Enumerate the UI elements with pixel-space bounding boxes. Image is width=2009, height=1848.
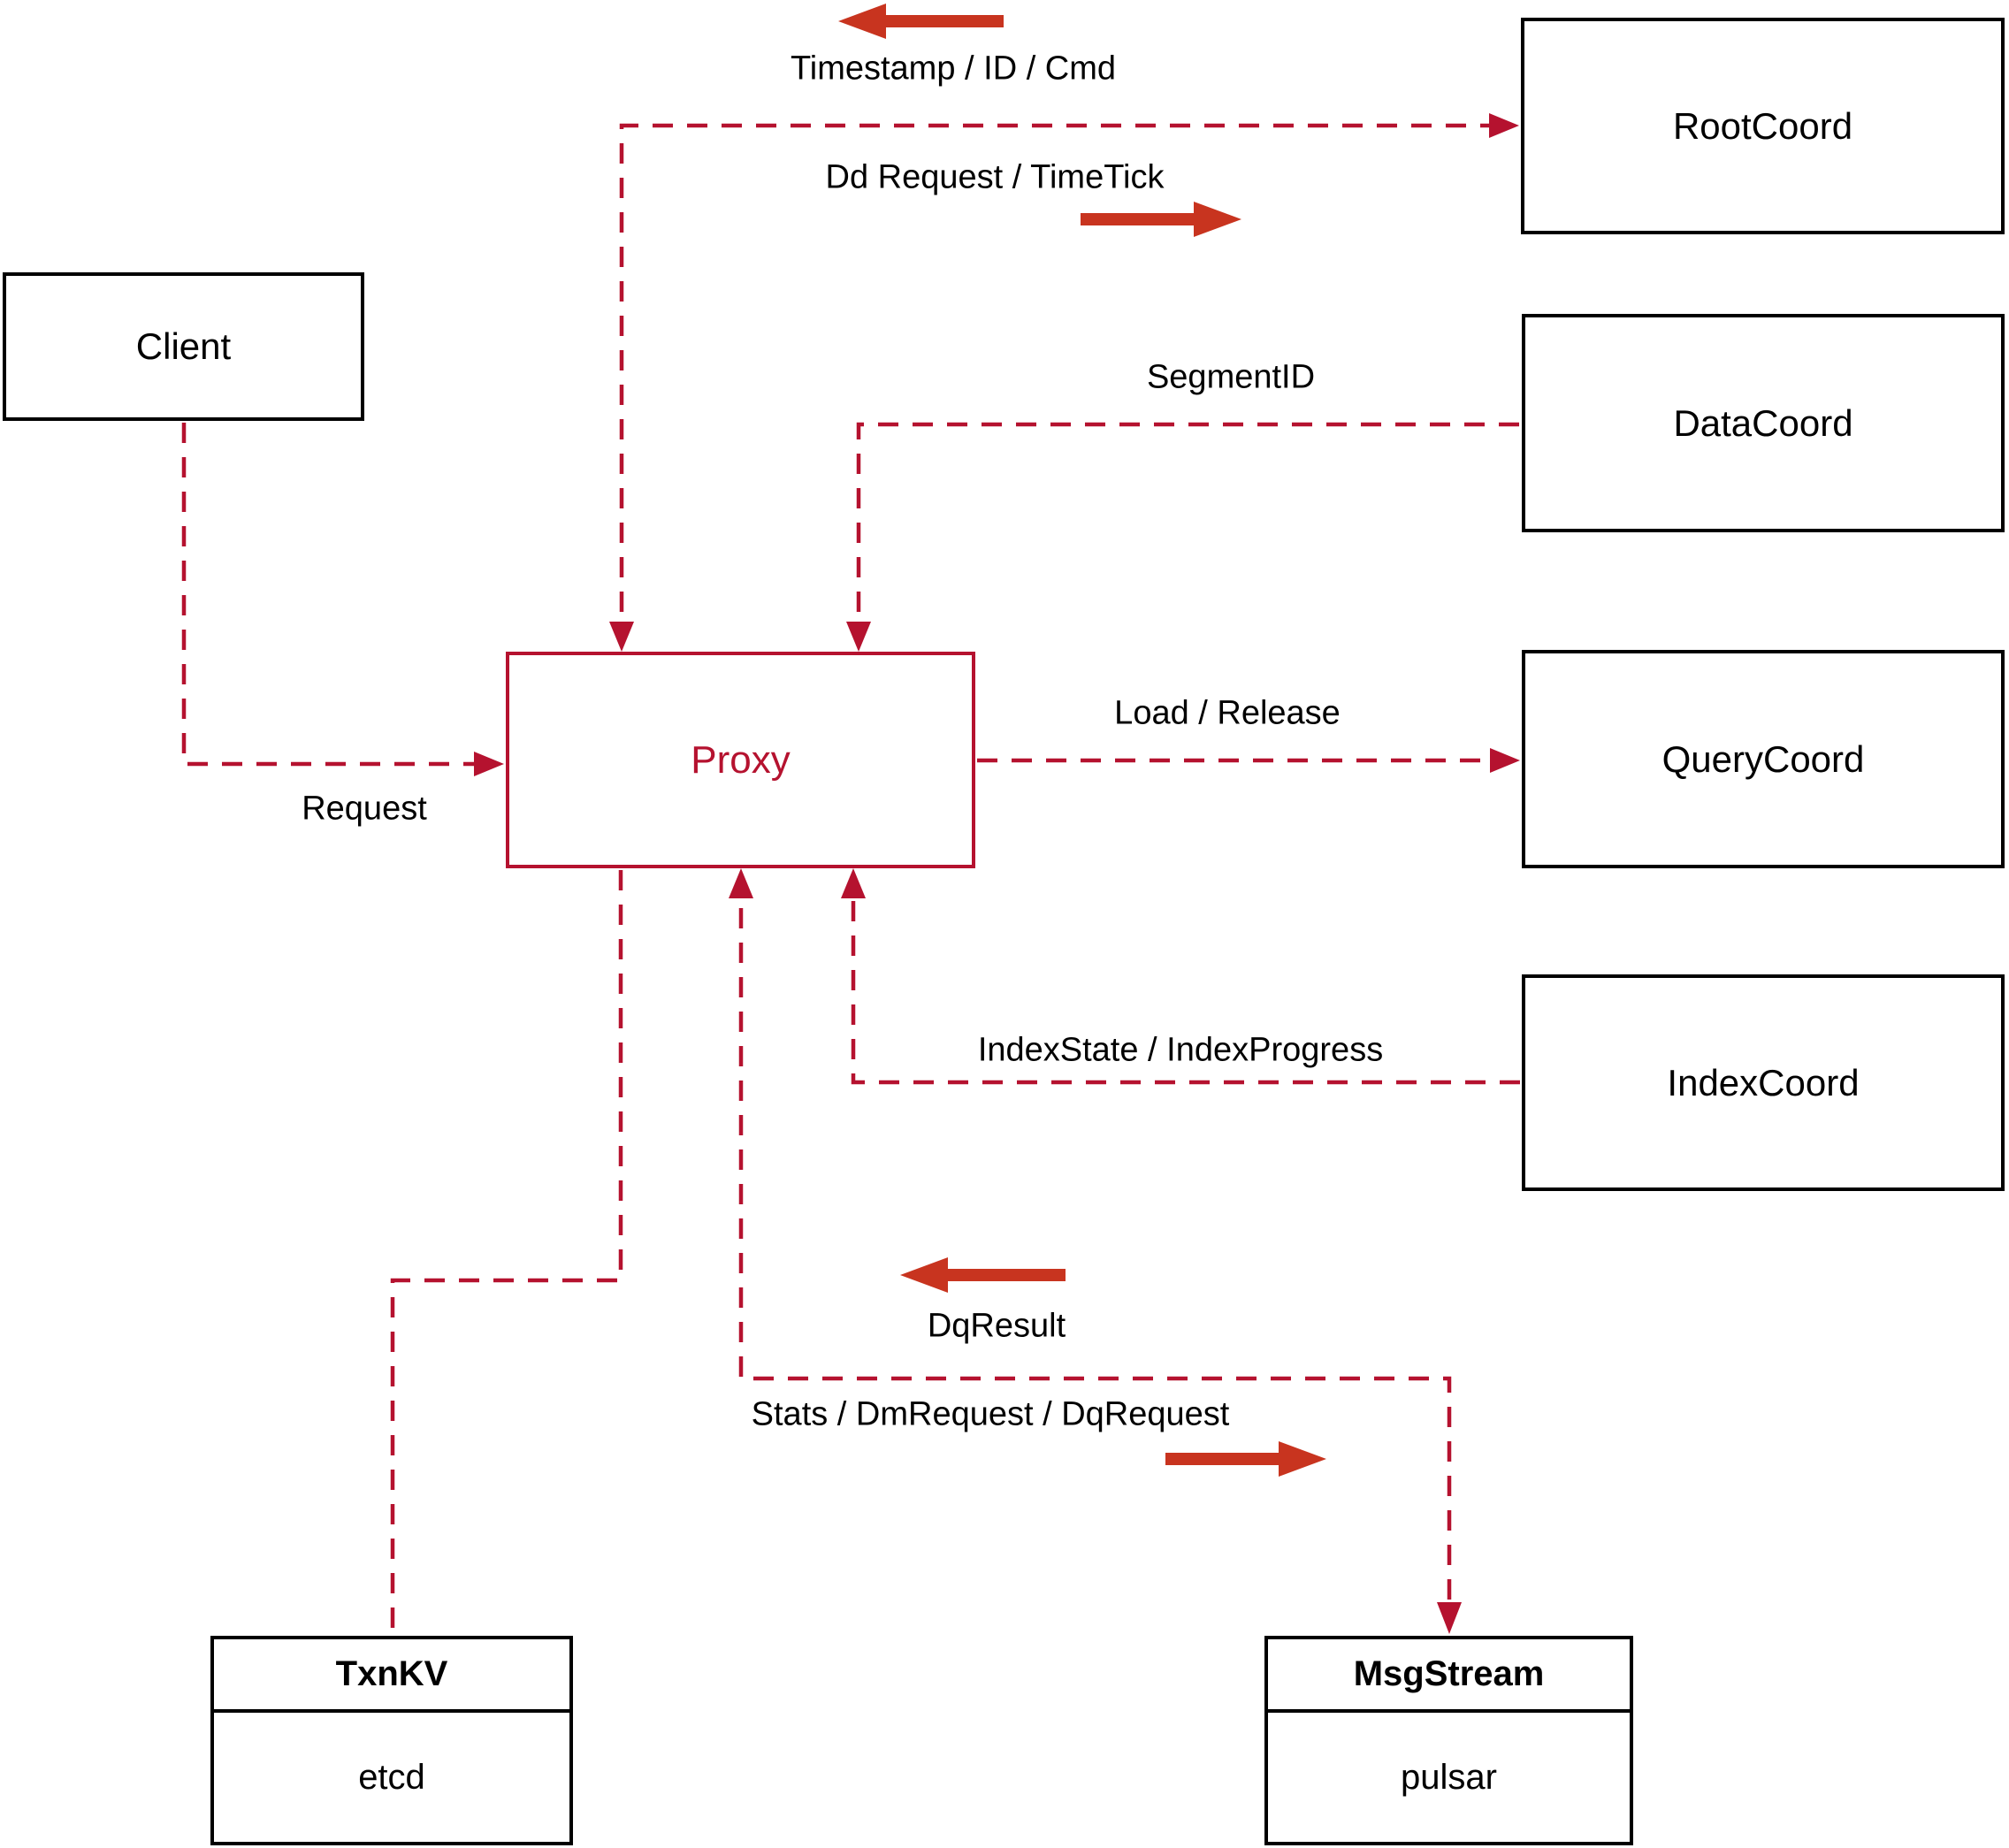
edge-label-dq-result: DqResult <box>927 1307 1066 1345</box>
direction-arrow-left-dq-result-icon <box>900 1257 1066 1293</box>
edge-label-index-state: IndexState / IndexProgress <box>977 1031 1384 1069</box>
direction-arrow-right-stats-icon <box>1165 1441 1326 1477</box>
arrowhead-into-rootcoord-icon <box>1489 113 1519 138</box>
direction-arrow-left-timestamp-icon <box>838 4 1004 39</box>
edge-label-load-release: Load / Release <box>1114 694 1341 732</box>
edge-proxy-txnkv <box>390 870 623 1634</box>
arrowhead-into-proxy-bottom-middle-icon <box>729 868 753 898</box>
node-querycoord: QueryCoord <box>1522 650 2005 868</box>
arrowhead-into-proxy-top-right-icon <box>846 622 871 652</box>
edge-proxy-msgstream <box>738 874 1452 1629</box>
txnkv-subtitle: etcd <box>358 1757 425 1797</box>
txnkv-title: TxnKV <box>214 1639 569 1713</box>
direction-arrow-right-dd-request-icon <box>1081 202 1241 237</box>
msgstream-title: MsgStream <box>1268 1639 1630 1713</box>
arrowhead-into-proxy-bottom-right-icon <box>841 868 866 898</box>
node-rootcoord: RootCoord <box>1521 18 2005 234</box>
arrowhead-into-msgstream-icon <box>1437 1602 1462 1634</box>
edge-label-request: Request <box>302 790 427 828</box>
edge-label-dd-request: Dd Request / TimeTick <box>825 158 1165 196</box>
edge-label-segment-id: SegmentID <box>1146 358 1316 396</box>
arrowhead-into-querycoord-icon <box>1490 748 1520 773</box>
edge-client-proxy <box>181 423 497 767</box>
node-indexcoord: IndexCoord <box>1522 974 2005 1191</box>
edge-label-timestamp: Timestamp / ID / Cmd <box>790 50 1117 88</box>
arrowhead-into-proxy-left-icon <box>474 752 504 776</box>
edge-proxy-rootcoord <box>619 123 1514 646</box>
node-txnkv: TxnKV etcd <box>210 1636 573 1845</box>
arrowhead-into-proxy-top-left-icon <box>609 622 634 652</box>
node-datacoord: DataCoord <box>1522 314 2005 532</box>
edge-indexcoord-proxy <box>851 874 1520 1085</box>
node-client: Client <box>3 272 364 421</box>
msgstream-subtitle: pulsar <box>1401 1757 1497 1797</box>
edge-datacoord-proxy <box>856 422 1520 646</box>
node-msgstream: MsgStream pulsar <box>1264 1636 1633 1845</box>
edge-label-stats: Stats / DmRequest / DqRequest <box>751 1395 1230 1433</box>
node-proxy: Proxy <box>506 652 975 868</box>
